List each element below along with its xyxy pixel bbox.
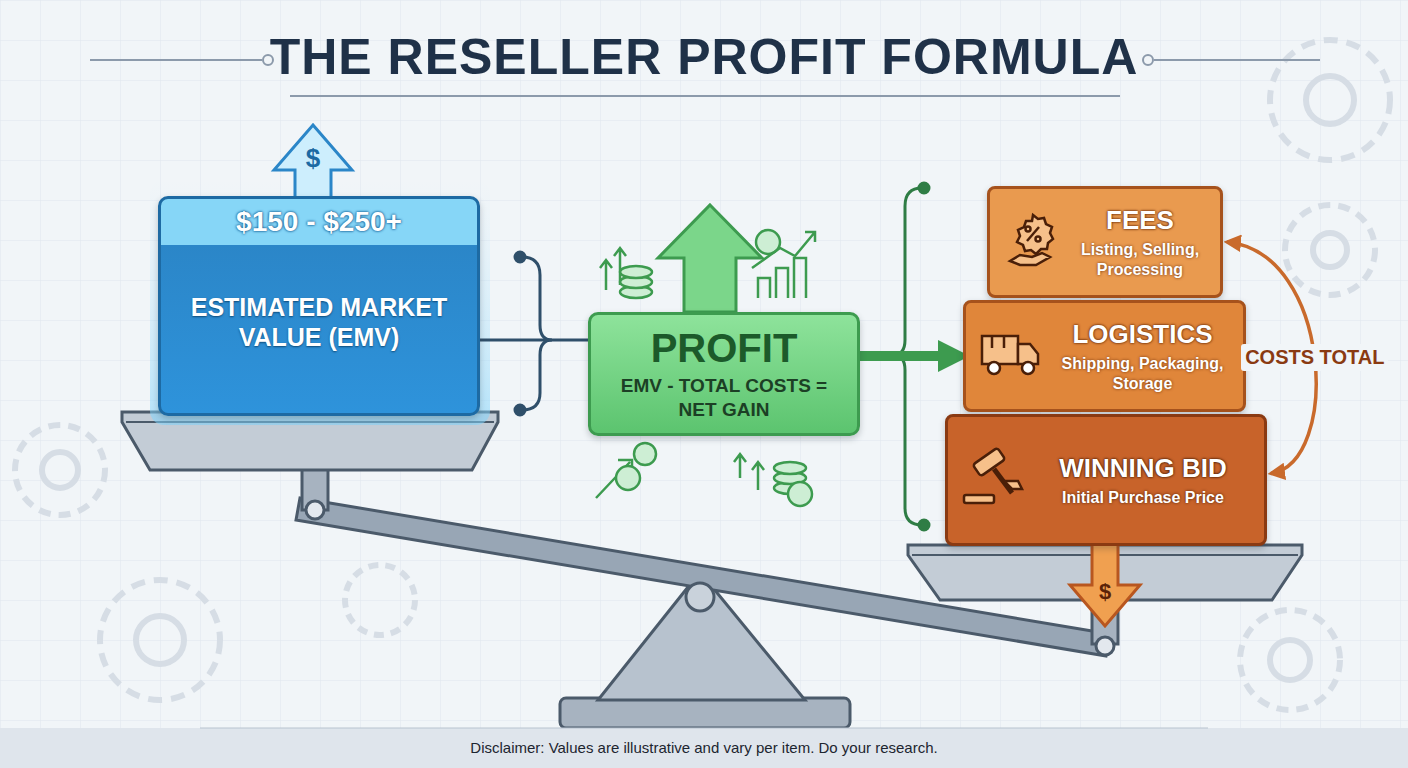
logistics-heading: LOGISTICS	[1052, 319, 1233, 350]
value-up-arrow	[274, 125, 352, 205]
title: THE RESELLER PROFIT FORMULA	[0, 28, 1408, 86]
value-link	[480, 339, 588, 342]
emv-glow	[150, 180, 490, 425]
value-dollar-sign: $	[306, 143, 320, 174]
cost-down-arrow	[1070, 540, 1140, 626]
bid-heading: WINNING BID	[1032, 453, 1254, 484]
cost-dollar-sign: $	[1099, 579, 1111, 605]
truck-icon	[978, 326, 1044, 386]
fees-heading: FEES	[1070, 205, 1210, 236]
disclaimer-band	[0, 728, 1408, 768]
disclaimer-text: Disclaimer: Values are illustrative and …	[0, 739, 1408, 756]
balance-scale	[122, 412, 1302, 728]
fees-icon	[1002, 209, 1064, 275]
left-bracket	[515, 252, 552, 415]
profit-arrow	[860, 351, 957, 361]
profit-formula: EMV - TOTAL COSTS = NET GAIN	[603, 374, 845, 422]
fees-box: FEES Listing, Selling, Processing	[987, 186, 1223, 298]
gear-decor	[15, 40, 1390, 710]
winning-bid-box: WINNING BID Initial Purchase Price	[945, 414, 1267, 546]
band-rule	[200, 728, 1208, 729]
market-value-box: $150 - $250+ ESTIMATED MARKET VALUE (EMV)	[158, 196, 480, 416]
profit-box: PROFITEMV - TOTAL COSTS = NET GAIN	[588, 312, 860, 436]
title-underline	[290, 95, 1120, 97]
edge-label: COSTS TOTAL	[1241, 344, 1388, 371]
emv-heading: ESTIMATED MARKET VALUE (EMV)	[175, 292, 463, 352]
fees-detail: Listing, Selling, Processing	[1070, 240, 1210, 280]
profit-up-arrow	[658, 205, 762, 312]
logistics-box: LOGISTICS Shipping, Packaging, Storage	[963, 300, 1246, 412]
price-range: $150 - $250+	[175, 199, 463, 245]
logistics-detail: Shipping, Packaging, Storage	[1052, 354, 1233, 394]
bid-detail: Initial Purchase Price	[1032, 488, 1254, 508]
gavel-icon	[960, 447, 1026, 513]
profit-heading: PROFIT	[603, 326, 845, 370]
